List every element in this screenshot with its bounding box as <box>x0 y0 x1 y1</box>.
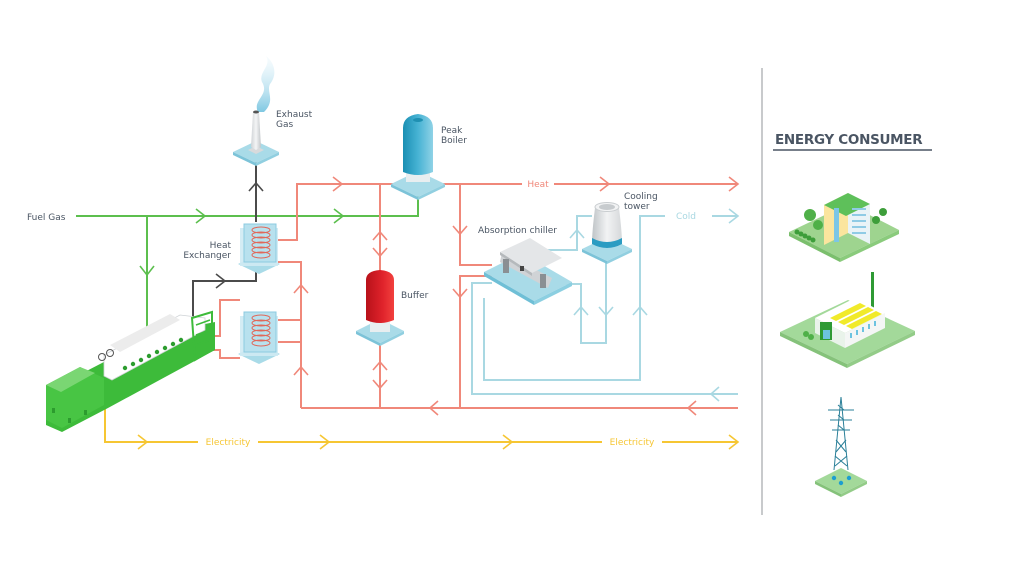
peak-boiler-label-1: Peak <box>441 126 463 136</box>
cooling-tower-icon <box>582 202 632 264</box>
energy-consumer-title: ENERGY CONSUMER <box>775 132 923 148</box>
cooling-tower-label-1: Cooling <box>624 192 658 202</box>
absorption-chiller-label: Absorption chiller <box>478 226 557 236</box>
peak-boiler-icon <box>391 114 445 200</box>
gas-engine-icon <box>46 310 215 432</box>
heat-flow-label: Heat <box>527 180 549 190</box>
heat-exchanger-lower-icon <box>238 311 280 364</box>
factory-icon <box>780 272 915 368</box>
exhaust-stack-icon <box>233 56 279 166</box>
exhaust-gas-label-2: Gas <box>276 120 293 130</box>
exhaust-gas-label-1: Exhaust <box>276 110 313 120</box>
cold-lines <box>471 208 740 402</box>
office-building-icon <box>789 193 899 262</box>
cold-flow-label: Cold <box>676 212 696 222</box>
electricity-flow-label-1: Electricity <box>206 438 251 448</box>
power-pylon-icon <box>815 396 867 497</box>
heat-lines <box>205 176 740 416</box>
heat-exchanger-label-2: Exchanger <box>183 251 231 261</box>
heat-exchanger-label-1: Heat <box>210 241 232 251</box>
electricity-lines <box>104 405 740 450</box>
peak-boiler-label-2: Boiler <box>441 136 467 146</box>
buffer-tank-icon <box>356 270 404 346</box>
absorption-chiller-icon <box>484 238 572 305</box>
exhaust-lines <box>192 160 264 330</box>
electricity-flow-label-2: Electricity <box>610 438 655 448</box>
heat-exchanger-upper-icon <box>238 223 280 274</box>
buffer-label: Buffer <box>401 291 429 301</box>
cooling-tower-label-2: tower <box>624 202 650 212</box>
fuel-gas-label: Fuel Gas <box>27 213 66 223</box>
